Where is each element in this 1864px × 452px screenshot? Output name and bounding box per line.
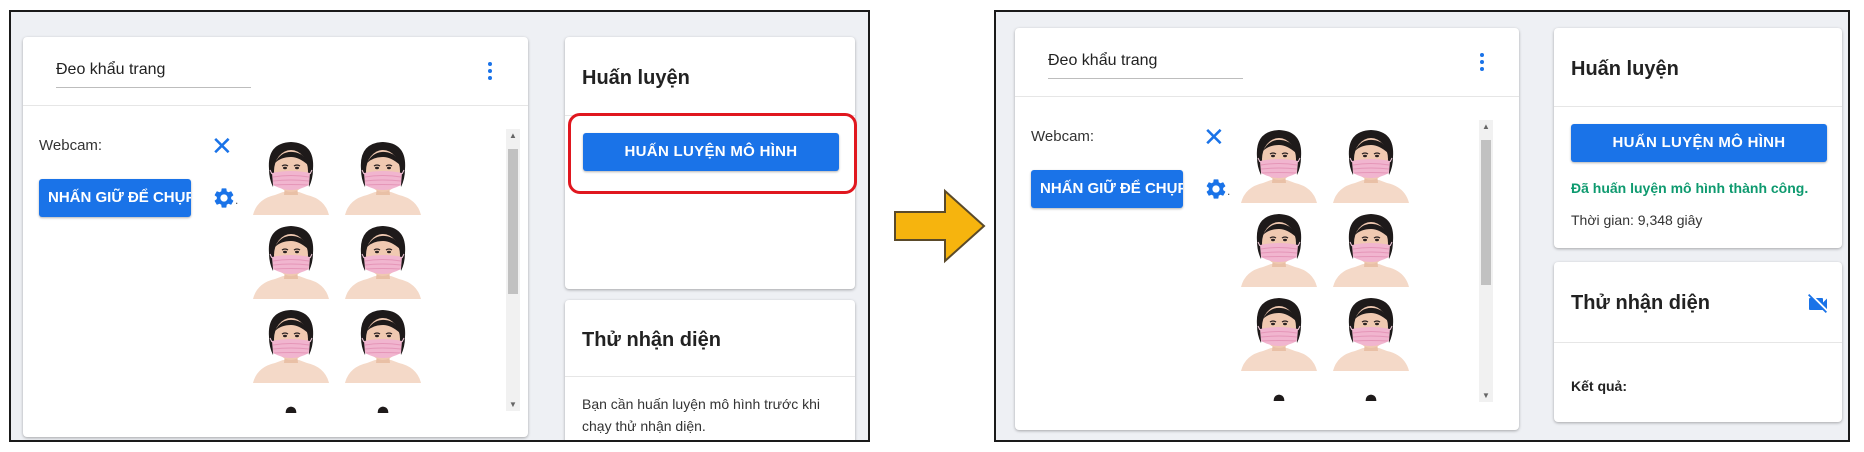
sample-thumbnail	[1329, 293, 1413, 371]
training-card-title: Huấn luyện	[582, 67, 690, 89]
sample-thumbnail	[1329, 209, 1413, 287]
kebab-menu-icon[interactable]	[1479, 53, 1485, 71]
result-label: Kết quả:	[1571, 378, 1627, 394]
close-icon[interactable]: ✕	[1203, 123, 1225, 153]
training-card-title: Huấn luyện	[1571, 58, 1679, 80]
gear-dot: .	[235, 193, 239, 207]
scroll-up-arrow[interactable]: ▲	[1482, 122, 1490, 131]
sample-thumbnails	[1237, 125, 1413, 371]
card-header-divider	[1015, 96, 1519, 97]
train-model-button[interactable]: HUẤN LUYỆN MÔ HÌNH	[1571, 124, 1827, 162]
scroll-thumb[interactable]	[1481, 140, 1491, 285]
train-first-message: Bạn cần huấn luyện mô hình trước khi chạ…	[582, 396, 821, 434]
sample-thumbnail	[249, 221, 333, 299]
scroll-down-arrow[interactable]: ▼	[1482, 391, 1490, 400]
class-name-input[interactable]: Đeo khẩu trang	[1048, 52, 1243, 79]
train-model-button[interactable]: HUẤN LUYỆN MÔ HÌNH	[583, 133, 839, 171]
training-time: Thời gian: 9,348 giây	[1571, 212, 1703, 228]
sample-thumbnail	[341, 137, 425, 215]
card-header-divider	[565, 376, 855, 377]
scroll-up-arrow[interactable]: ▲	[509, 131, 517, 140]
before-screenshot: Đeo khẩu trang Webcam: ✕ NHẤN GIỮ ĐỂ CHỤ…	[9, 10, 870, 442]
class-name-input[interactable]: Đeo khẩu trang	[56, 61, 251, 88]
scroll-down-arrow[interactable]: ▼	[509, 400, 517, 409]
right-arrow-icon	[894, 188, 986, 264]
gear-icon[interactable]	[212, 186, 236, 210]
webcam-label: Webcam:	[1031, 128, 1095, 145]
training-card: Huấn luyện HUẤN LUYỆN MÔ HÌNH	[565, 37, 855, 289]
class-card: Đeo khẩu trang Webcam: ✕ NHẤN GIỮ ĐỂ CHỤ…	[1015, 28, 1519, 430]
gear-icon[interactable]	[1204, 177, 1228, 201]
gear-dot: .	[1227, 184, 1231, 198]
sample-thumbnails	[249, 137, 425, 383]
hold-to-capture-button[interactable]: NHẤN GIỮ ĐỂ CHỤP	[1031, 170, 1183, 208]
hold-to-capture-button[interactable]: NHẤN GIỮ ĐỂ CHỤP	[39, 179, 191, 217]
sample-thumbnail	[341, 305, 425, 383]
close-icon[interactable]: ✕	[211, 132, 233, 162]
videocam-off-icon[interactable]	[1806, 292, 1830, 316]
sample-thumbnail-partial	[1329, 393, 1413, 401]
train-button-highlight	[568, 113, 857, 194]
card-header-divider	[1554, 106, 1842, 107]
sample-thumbnail	[1237, 293, 1321, 371]
scroll-thumb[interactable]	[508, 149, 518, 294]
sample-thumbnail	[1237, 125, 1321, 203]
sample-thumbnail-partial	[249, 405, 333, 413]
thumbnail-scrollbar[interactable]: ▲ ▼	[1479, 120, 1493, 402]
class-card: Đeo khẩu trang Webcam: ✕ NHẤN GIỮ ĐỂ CHỤ…	[23, 37, 528, 437]
sample-thumbnail	[341, 221, 425, 299]
test-recognition-title: Thử nhận diện	[582, 329, 721, 351]
test-recognition-title: Thử nhận diện	[1571, 292, 1710, 314]
webcam-label: Webcam:	[39, 137, 103, 154]
card-header-divider	[23, 105, 528, 106]
sample-thumbnail	[249, 305, 333, 383]
card-header-divider	[1554, 342, 1842, 343]
kebab-menu-icon[interactable]	[487, 62, 493, 80]
sample-thumbnail-partial	[1237, 393, 1321, 401]
training-success-message: Đã huấn luyện mô hình thành công.	[1571, 180, 1809, 196]
sample-thumbnail	[1237, 209, 1321, 287]
training-card: Huấn luyện HUẤN LUYỆN MÔ HÌNH Đã huấn lu…	[1554, 28, 1842, 248]
sample-thumbnail-partial	[341, 405, 425, 413]
sample-thumbnail	[1329, 125, 1413, 203]
after-screenshot: Đeo khẩu trang Webcam: ✕ NHẤN GIỮ ĐỂ CHỤ…	[994, 10, 1850, 442]
test-recognition-card: Thử nhận diện Kết quả:	[1554, 262, 1842, 422]
test-recognition-card: Thử nhận diện Bạn cần huấn luyện mô hình…	[565, 300, 855, 440]
thumbnail-scrollbar[interactable]: ▲ ▼	[506, 129, 520, 411]
sample-thumbnail	[249, 137, 333, 215]
